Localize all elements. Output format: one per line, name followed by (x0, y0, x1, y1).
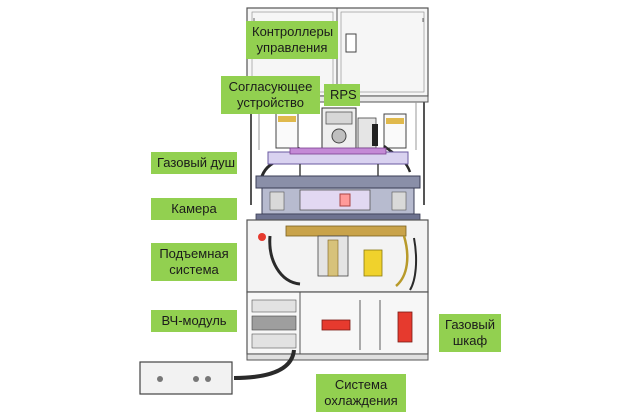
cooling-system-label-line2: охлаждения (324, 393, 398, 408)
cooling-unit (139, 349, 296, 395)
matching-unit-label: Согласующее устройство (221, 76, 320, 114)
rps-label: RPS (324, 84, 360, 106)
gas-cabinet-label: Газовый шкаф (439, 314, 501, 352)
gas-cabinet-label-line1: Газовый (445, 317, 495, 332)
lift-system-label: Подъемная система (151, 243, 237, 281)
lift-system-label-line2: система (169, 262, 219, 277)
rf-module-label: ВЧ-модуль (151, 310, 237, 332)
gas-cabinet-label-line2: шкаф (452, 333, 488, 348)
gas-shower-label-text: Газовый душ (157, 155, 236, 170)
process-chamber (255, 175, 421, 221)
controllers-label-line2: управления (256, 40, 328, 55)
lower-cabinet (246, 291, 429, 361)
lift-system-bay (246, 219, 429, 293)
rps-label-text: RPS (330, 87, 357, 102)
cooling-system-label: Система охлаждения (316, 374, 406, 412)
chamber-label-text: Камера (171, 201, 217, 216)
lift-system-label-line1: Подъемная (159, 246, 229, 261)
cooling-system-label-line1: Система (334, 377, 388, 392)
matching-unit-label-line1: Согласующее (228, 79, 313, 94)
chamber-label: Камера (151, 198, 237, 220)
controllers-label: Контроллеры управления (246, 21, 338, 59)
rf-module-label-text: ВЧ-модуль (161, 313, 227, 328)
gas-shower-assembly (267, 147, 409, 176)
gas-shower-label: Газовый душ (151, 152, 237, 174)
matching-unit-assembly (260, 107, 412, 177)
door-handle-icon (345, 33, 357, 53)
matching-unit-label-line2: устройство (237, 95, 304, 110)
controllers-label-line1: Контроллеры (252, 24, 334, 39)
